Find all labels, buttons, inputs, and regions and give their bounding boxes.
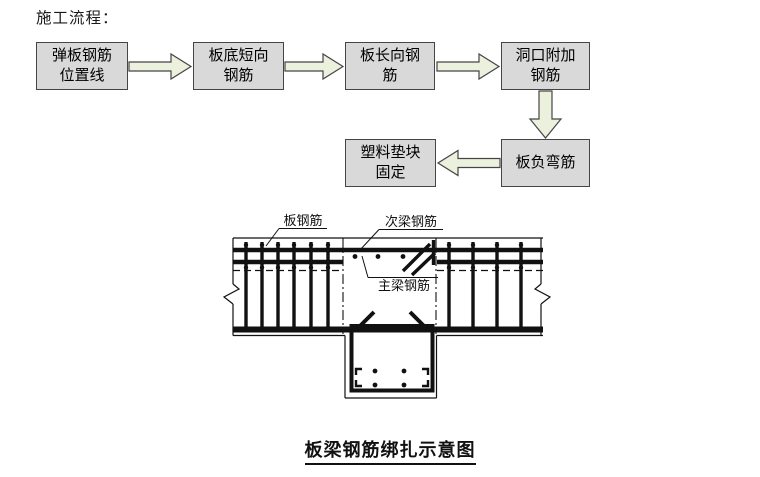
flow-step-label: 筋 xyxy=(382,68,398,84)
slab-rebar-dots xyxy=(243,242,524,270)
break-symbol-right xyxy=(533,238,552,336)
figure-caption-wrap: 板梁钢筋绑扎示意图 xyxy=(230,436,550,465)
arrow-down-icon xyxy=(528,90,563,139)
beam-top-hooks xyxy=(355,310,429,331)
arrow-right-icon xyxy=(128,52,193,81)
rebar-diagram: 板钢筋 次梁钢筋 主梁钢筋 xyxy=(222,213,552,399)
flow-step-snap-rebar-position-line: 弹板钢筋 位置线 xyxy=(36,42,128,90)
flow-arrows xyxy=(128,52,563,177)
flow-step-opening-additional-rebar: 洞口附加 钢筋 xyxy=(501,42,590,90)
arrow-right-icon xyxy=(436,52,501,81)
flow-step-slab-negative-bending-rebar: 板负弯筋 xyxy=(501,139,590,187)
stirrups-right xyxy=(447,242,523,331)
arrow-left-icon xyxy=(436,149,501,177)
beam-bottom-rebar-dots xyxy=(372,368,407,388)
break-symbol-left xyxy=(222,238,241,336)
flow-step-label: 弹板钢筋 xyxy=(51,48,112,64)
label-leaders xyxy=(265,228,443,278)
figure-caption: 板梁钢筋绑扎示意图 xyxy=(304,436,476,465)
flow-step-label: 板长向钢 xyxy=(359,48,420,64)
flow-step-label: 洞口附加 xyxy=(515,48,576,64)
flow-step-plastic-spacer-fixing: 塑料垫块 固定 xyxy=(345,139,436,187)
flow-step-label: 板底短向 xyxy=(208,48,269,64)
bent-up-bar xyxy=(401,240,437,277)
flow-step-label: 位置线 xyxy=(59,68,105,84)
label-slab-rebar: 板钢筋 xyxy=(283,213,322,228)
flow-step-label: 固定 xyxy=(375,165,406,181)
main-beam-section-outline xyxy=(344,335,438,399)
main-beam-stirrup xyxy=(349,324,435,393)
label-main-beam-rebar: 主梁钢筋 xyxy=(378,278,430,293)
section-title: 施工流程： xyxy=(36,10,119,27)
flow-step-label: 钢筋 xyxy=(223,68,254,84)
flow-step-slab-bottom-short-rebar: 板底短向 钢筋 xyxy=(193,42,284,90)
flow-step-label: 塑料垫块 xyxy=(360,145,421,161)
flow-step-slab-long-rebar: 板长向钢 筋 xyxy=(345,42,435,90)
arrow-right-icon xyxy=(284,52,345,81)
flow-step-label: 板负弯筋 xyxy=(515,155,576,171)
stirrups-left xyxy=(244,242,330,331)
label-secondary-beam-rebar: 次梁钢筋 xyxy=(385,214,437,229)
flow-step-label: 钢筋 xyxy=(530,68,561,84)
beam-corner-hooks xyxy=(354,367,430,388)
